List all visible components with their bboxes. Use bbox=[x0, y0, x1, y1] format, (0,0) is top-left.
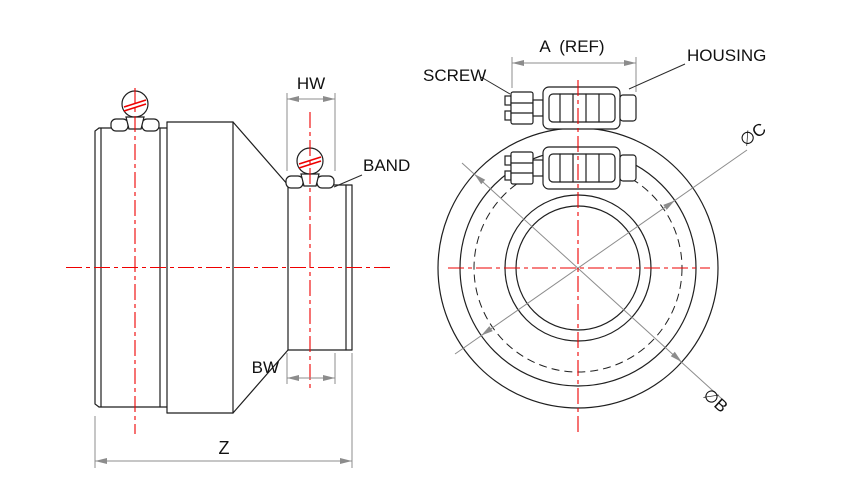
upper-clamp-mechanism bbox=[504, 86, 637, 130]
a-ref-dimension-label: A (REF) bbox=[539, 37, 604, 56]
dia-b-dimension: ∅B bbox=[461, 162, 731, 417]
dia-b-dimension-label: ∅B bbox=[699, 385, 731, 417]
z-dimension: Z bbox=[94, 353, 353, 468]
screw-label: SCREW bbox=[423, 66, 486, 85]
screw-tab bbox=[504, 155, 512, 166]
lower-clamp-mechanism bbox=[504, 146, 637, 190]
z-dimension-label: Z bbox=[219, 438, 230, 458]
hw-dimension: HW bbox=[286, 74, 336, 171]
band-edge-right bbox=[316, 175, 335, 189]
screw-head bbox=[510, 91, 534, 125]
a-ref-dimension: A (REF) bbox=[511, 37, 637, 92]
hw-dimension-label: HW bbox=[297, 74, 325, 93]
front-view-centerlines bbox=[448, 80, 710, 436]
screw-tab bbox=[504, 95, 512, 106]
band-edge-left bbox=[285, 175, 304, 189]
band-leader-line bbox=[333, 174, 363, 188]
band-in-housing bbox=[548, 93, 616, 123]
clamp-housing bbox=[542, 86, 621, 130]
dia-c-dimension-label: ∅C bbox=[736, 119, 769, 150]
screw-neck bbox=[532, 159, 544, 177]
screw-slot-mark bbox=[298, 160, 322, 169]
side-view: HW BW Z BAND bbox=[66, 74, 410, 468]
housing-leader-line bbox=[628, 63, 686, 90]
bw-dimension: BW bbox=[252, 353, 336, 384]
bw-dimension-label: BW bbox=[252, 358, 279, 377]
screw-slot-mark bbox=[123, 103, 147, 112]
screw-head bbox=[510, 151, 534, 185]
housing-callout: HOUSING bbox=[628, 46, 766, 90]
screw-neck bbox=[532, 99, 544, 117]
band-label: BAND bbox=[363, 156, 410, 175]
front-view: ∅C ∅B bbox=[423, 37, 769, 436]
screw-callout: SCREW bbox=[423, 66, 511, 95]
screw-tab bbox=[504, 170, 512, 181]
screw-leader-line bbox=[480, 76, 511, 95]
clamp-housing bbox=[542, 146, 621, 190]
band-callout: BAND bbox=[333, 156, 410, 188]
side-view-centerlines bbox=[66, 88, 392, 434]
band-edge-right bbox=[141, 118, 160, 132]
housing-end-cap bbox=[619, 154, 637, 182]
band-in-housing bbox=[548, 153, 616, 183]
housing-end-cap bbox=[619, 94, 637, 122]
housing-label: HOUSING bbox=[687, 46, 766, 65]
screw-tab bbox=[504, 110, 512, 121]
band-edge-left bbox=[110, 118, 129, 132]
